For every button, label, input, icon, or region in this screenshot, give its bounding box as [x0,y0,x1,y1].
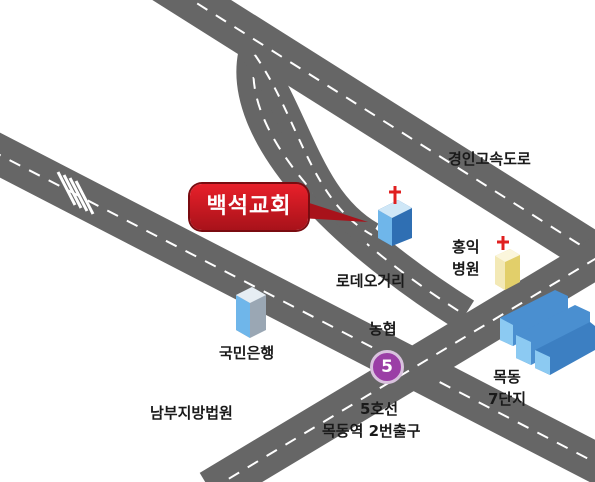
crosswalk [56,171,95,215]
hospital-icon [495,236,520,290]
label-mokdong-7danji: 목동 7단지 [488,368,527,408]
label-gyeongin-expressway: 경인고속도로 [448,150,531,168]
church-callout[interactable]: 백석교회 [190,184,308,230]
label-nonghyup: 농협 [369,320,397,338]
label-hongik-hospital: 홍익 병원 [452,238,480,278]
road-west-east [0,132,595,482]
label-mokdong-station-exit: 목동역 2번출구 [322,422,421,440]
label-kookmin-bank: 국민은행 [219,344,275,362]
bank-building-icon [236,287,266,338]
road-gyeongin-expressway [152,0,595,280]
road-south-north [199,235,595,482]
subway-line-number: 5 [381,357,393,377]
church-callout-label: 백석교회 [206,194,292,219]
apartment-complex-icon [500,290,595,375]
label-rodeo-street: 로데오거리 [336,272,406,290]
subway-line5-station-marker[interactable]: 5 [370,350,404,384]
callout-pointer [300,200,368,222]
church-icon [378,186,412,246]
label-southern-district-court: 남부지방법원 [150,404,233,422]
label-line5: 5호선 [360,400,399,418]
